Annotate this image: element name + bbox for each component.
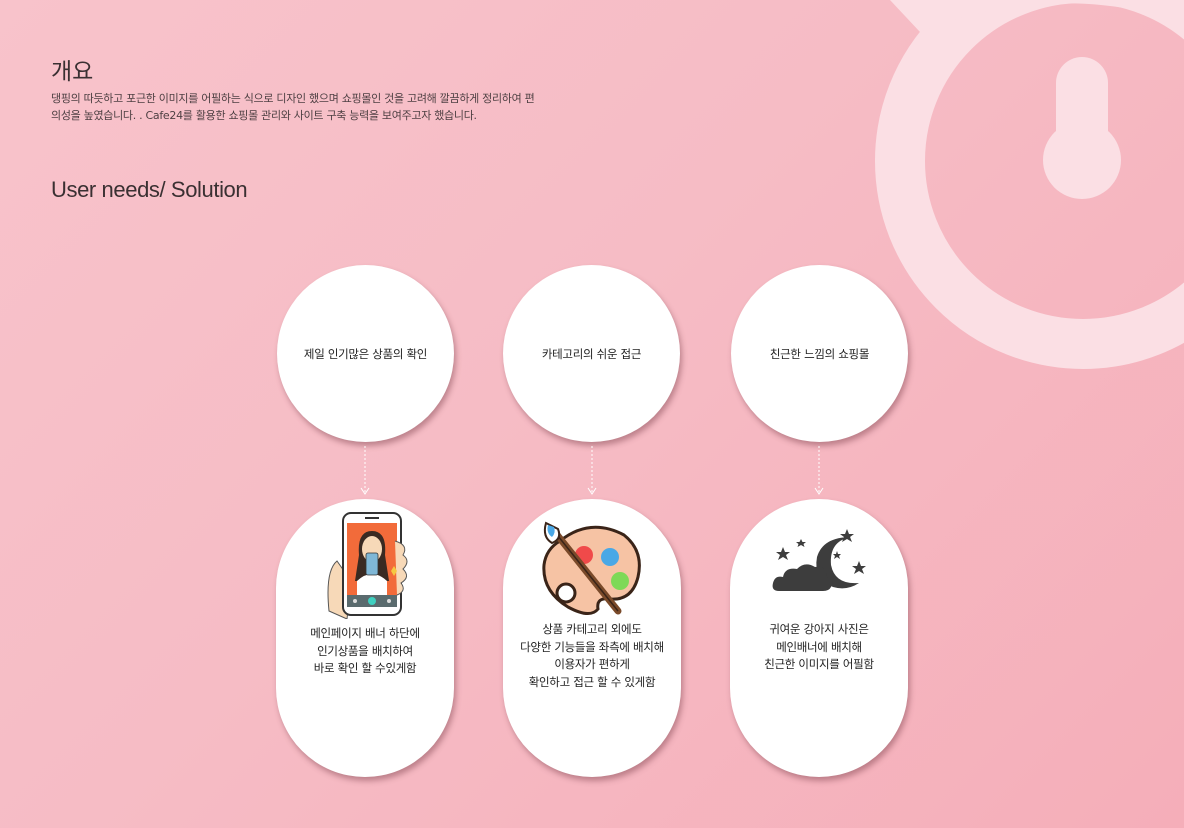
phone-selfie-icon (276, 511, 454, 619)
user-needs-title: User needs/ Solution (51, 177, 248, 202)
solution-text: 상품 카테고리 외에도 다양한 기능들을 좌측에 배치해 이용자가 편하게 확인… (503, 621, 681, 691)
solution-text-line: 귀여운 강아지 사진은 (769, 622, 869, 636)
solution-text: 메인페이지 배너 하단에 인기상품을 배치하여 바로 확인 할 수있게함 (276, 625, 454, 678)
need-label: 제일 인기많은 상품의 확인 (303, 346, 428, 361)
overview-title: 개요 (51, 59, 94, 85)
solution-text: 귀여운 강아지 사진은 메인배너에 배치해 친근한 이미지를 어필함 (730, 621, 908, 674)
solution-text-line: 바로 확인 할 수있게함 (313, 661, 417, 675)
need-circle-popular-products: 제일 인기많은 상품의 확인 (277, 265, 454, 442)
down-arrow-icon (587, 446, 597, 495)
solution-text-line: 확인하고 접근 할 수 있게함 (528, 674, 656, 689)
need-circle-category-access: 카테고리의 쉬운 접근 (503, 265, 680, 442)
need-circle-friendly-shop: 친근한 느낌의 쇼핑몰 (731, 265, 908, 442)
need-label: 친근한 느낌의 쇼핑몰 (769, 346, 870, 361)
solution-text-line: 이용자가 편하게 (554, 657, 630, 671)
solution-card-popular-banner: 메인페이지 배너 하단에 인기상품을 배치하여 바로 확인 할 수있게함 (276, 499, 454, 777)
need-label: 카테고리의 쉬운 접근 (541, 346, 642, 361)
paint-palette-icon (503, 521, 681, 617)
solution-text-line: 메인배너에 배치해 (776, 639, 862, 654)
overview-description: 댕핑의 따듯하고 포근한 이미지를 어필하는 식으로 디자인 했으며 쇼핑몰인 … (51, 90, 611, 124)
down-arrow-icon (814, 446, 824, 495)
solution-text-line: 친근한 이미지를 어필함 (764, 657, 874, 671)
solution-text-line: 상품 카테고리 외에도 (542, 622, 642, 636)
solution-text-line: 인기상품을 배치하여 (317, 643, 413, 658)
solution-text-line: 다양한 기능들을 좌측에 배치해 (520, 639, 664, 654)
overview-description-line: 의성을 높였습니다. . Cafe24를 활용한 쇼핑몰 관리와 사이트 구축 … (51, 109, 477, 122)
solution-card-friendly-image: 귀여운 강아지 사진은 메인배너에 배치해 친근한 이미지를 어필함 (730, 499, 908, 777)
solution-card-category-menu: 상품 카테고리 외에도 다양한 기능들을 좌측에 배치해 이용자가 편하게 확인… (503, 499, 681, 777)
overview-description-line: 댕핑의 따듯하고 포근한 이미지를 어필하는 식으로 디자인 했으며 쇼핑몰인 … (51, 92, 535, 105)
moon-stars-cloud-icon (730, 527, 908, 595)
solution-text-line: 메인페이지 배너 하단에 (310, 626, 420, 640)
down-arrow-icon (360, 446, 370, 495)
